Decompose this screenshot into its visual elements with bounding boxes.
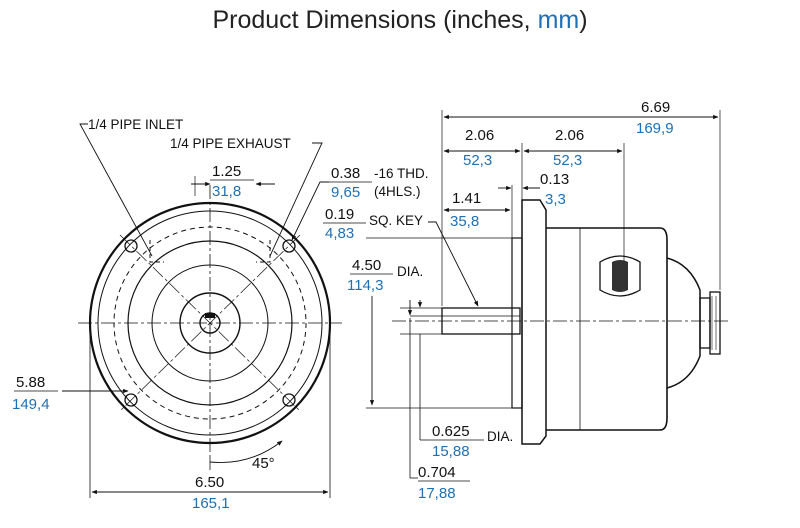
motor-body <box>546 227 668 431</box>
key-size-mm: 4,83 <box>325 225 354 242</box>
outer-dia-in: 6.50 <box>195 474 224 491</box>
sq-key-note: SQ. KEY <box>369 213 423 228</box>
key-height-mm: 17,88 <box>418 485 456 502</box>
outer-dia-mm: 165,1 <box>192 495 230 512</box>
key-height-in: 0.704 <box>418 464 456 481</box>
pilot-dia-note: DIA. <box>397 264 423 279</box>
tap-size-in: 0.38 <box>331 165 360 182</box>
bolt-hole <box>124 393 138 407</box>
overall-length-in: 6.69 <box>641 99 670 116</box>
pilot-depth-in: 0.13 <box>540 171 569 188</box>
title-main: Product Dimensions (inches, <box>212 6 538 34</box>
angle-arc <box>209 440 283 463</box>
port-boss <box>599 255 641 297</box>
thread-note: -16 THD. <box>374 166 429 181</box>
front-length-in: 2.06 <box>465 127 494 144</box>
pipe-exhaust-note: 1/4 PIPE EXHAUST <box>170 136 291 151</box>
diagonal-centerline <box>119 234 301 412</box>
overall-length-mm: 169,9 <box>636 120 674 137</box>
key-leader <box>428 221 479 307</box>
bolt-hole <box>124 239 138 253</box>
port-opening <box>612 260 628 292</box>
port-hidden-lines <box>149 240 271 263</box>
body-length-in: 2.06 <box>555 127 584 144</box>
shaft-dia-in: 0.625 <box>432 423 470 440</box>
tap-size-mm: 9,65 <box>331 184 360 201</box>
page-title: Product Dimensions (inches, mm) <box>0 6 800 35</box>
flange-side <box>521 199 547 445</box>
rear-nut-outer <box>709 291 721 355</box>
body-length-mm: 52,3 <box>553 152 582 169</box>
pilot-depth-mm: 3,3 <box>545 191 566 208</box>
bolt-circle-mm: 149,4 <box>12 396 50 413</box>
rear-nut <box>699 297 711 349</box>
title-unit: mm <box>537 6 580 34</box>
pilot-dia-mm: 114,3 <box>347 277 383 294</box>
front-length-mm: 52,3 <box>463 152 492 169</box>
side-view <box>392 199 730 445</box>
front-view-callouts: 1/4 PIPE INLET 1/4 PIPE EXHAUST 1.25 31,… <box>12 117 331 512</box>
pipe-exhaust-leader <box>269 142 323 257</box>
tap-leader <box>291 181 329 241</box>
angle-note: 45° <box>252 455 275 472</box>
front-view <box>78 185 342 455</box>
key-size-in: 0.19 <box>325 206 354 223</box>
shaft-dia-note: DIA. <box>487 429 513 444</box>
shaft-length-in: 1.41 <box>452 190 481 207</box>
shaft-length-mm: 35,8 <box>450 213 479 230</box>
shaft-dia-mm: 15,88 <box>432 443 470 460</box>
rear-cap <box>666 257 701 389</box>
pipe-inlet-leader <box>79 123 153 257</box>
bolt-hole <box>282 393 296 407</box>
bolt-hole <box>282 239 296 253</box>
holes-note: (4HLS.) <box>374 184 421 199</box>
pilot-dia-in: 4.50 <box>352 257 381 274</box>
pipe-inlet-note: 1/4 PIPE INLET <box>88 117 183 132</box>
shaft-keyway <box>205 313 215 318</box>
port-spacing-mm: 31,8 <box>212 183 241 200</box>
side-view-dimensions: 6.69 169,9 2.06 52,3 2.06 52,3 0.13 3,3 … <box>291 99 721 502</box>
port-spacing-in: 1.25 <box>212 163 241 180</box>
title-close: ) <box>579 6 588 34</box>
bolt-circle-in: 5.88 <box>16 374 45 391</box>
